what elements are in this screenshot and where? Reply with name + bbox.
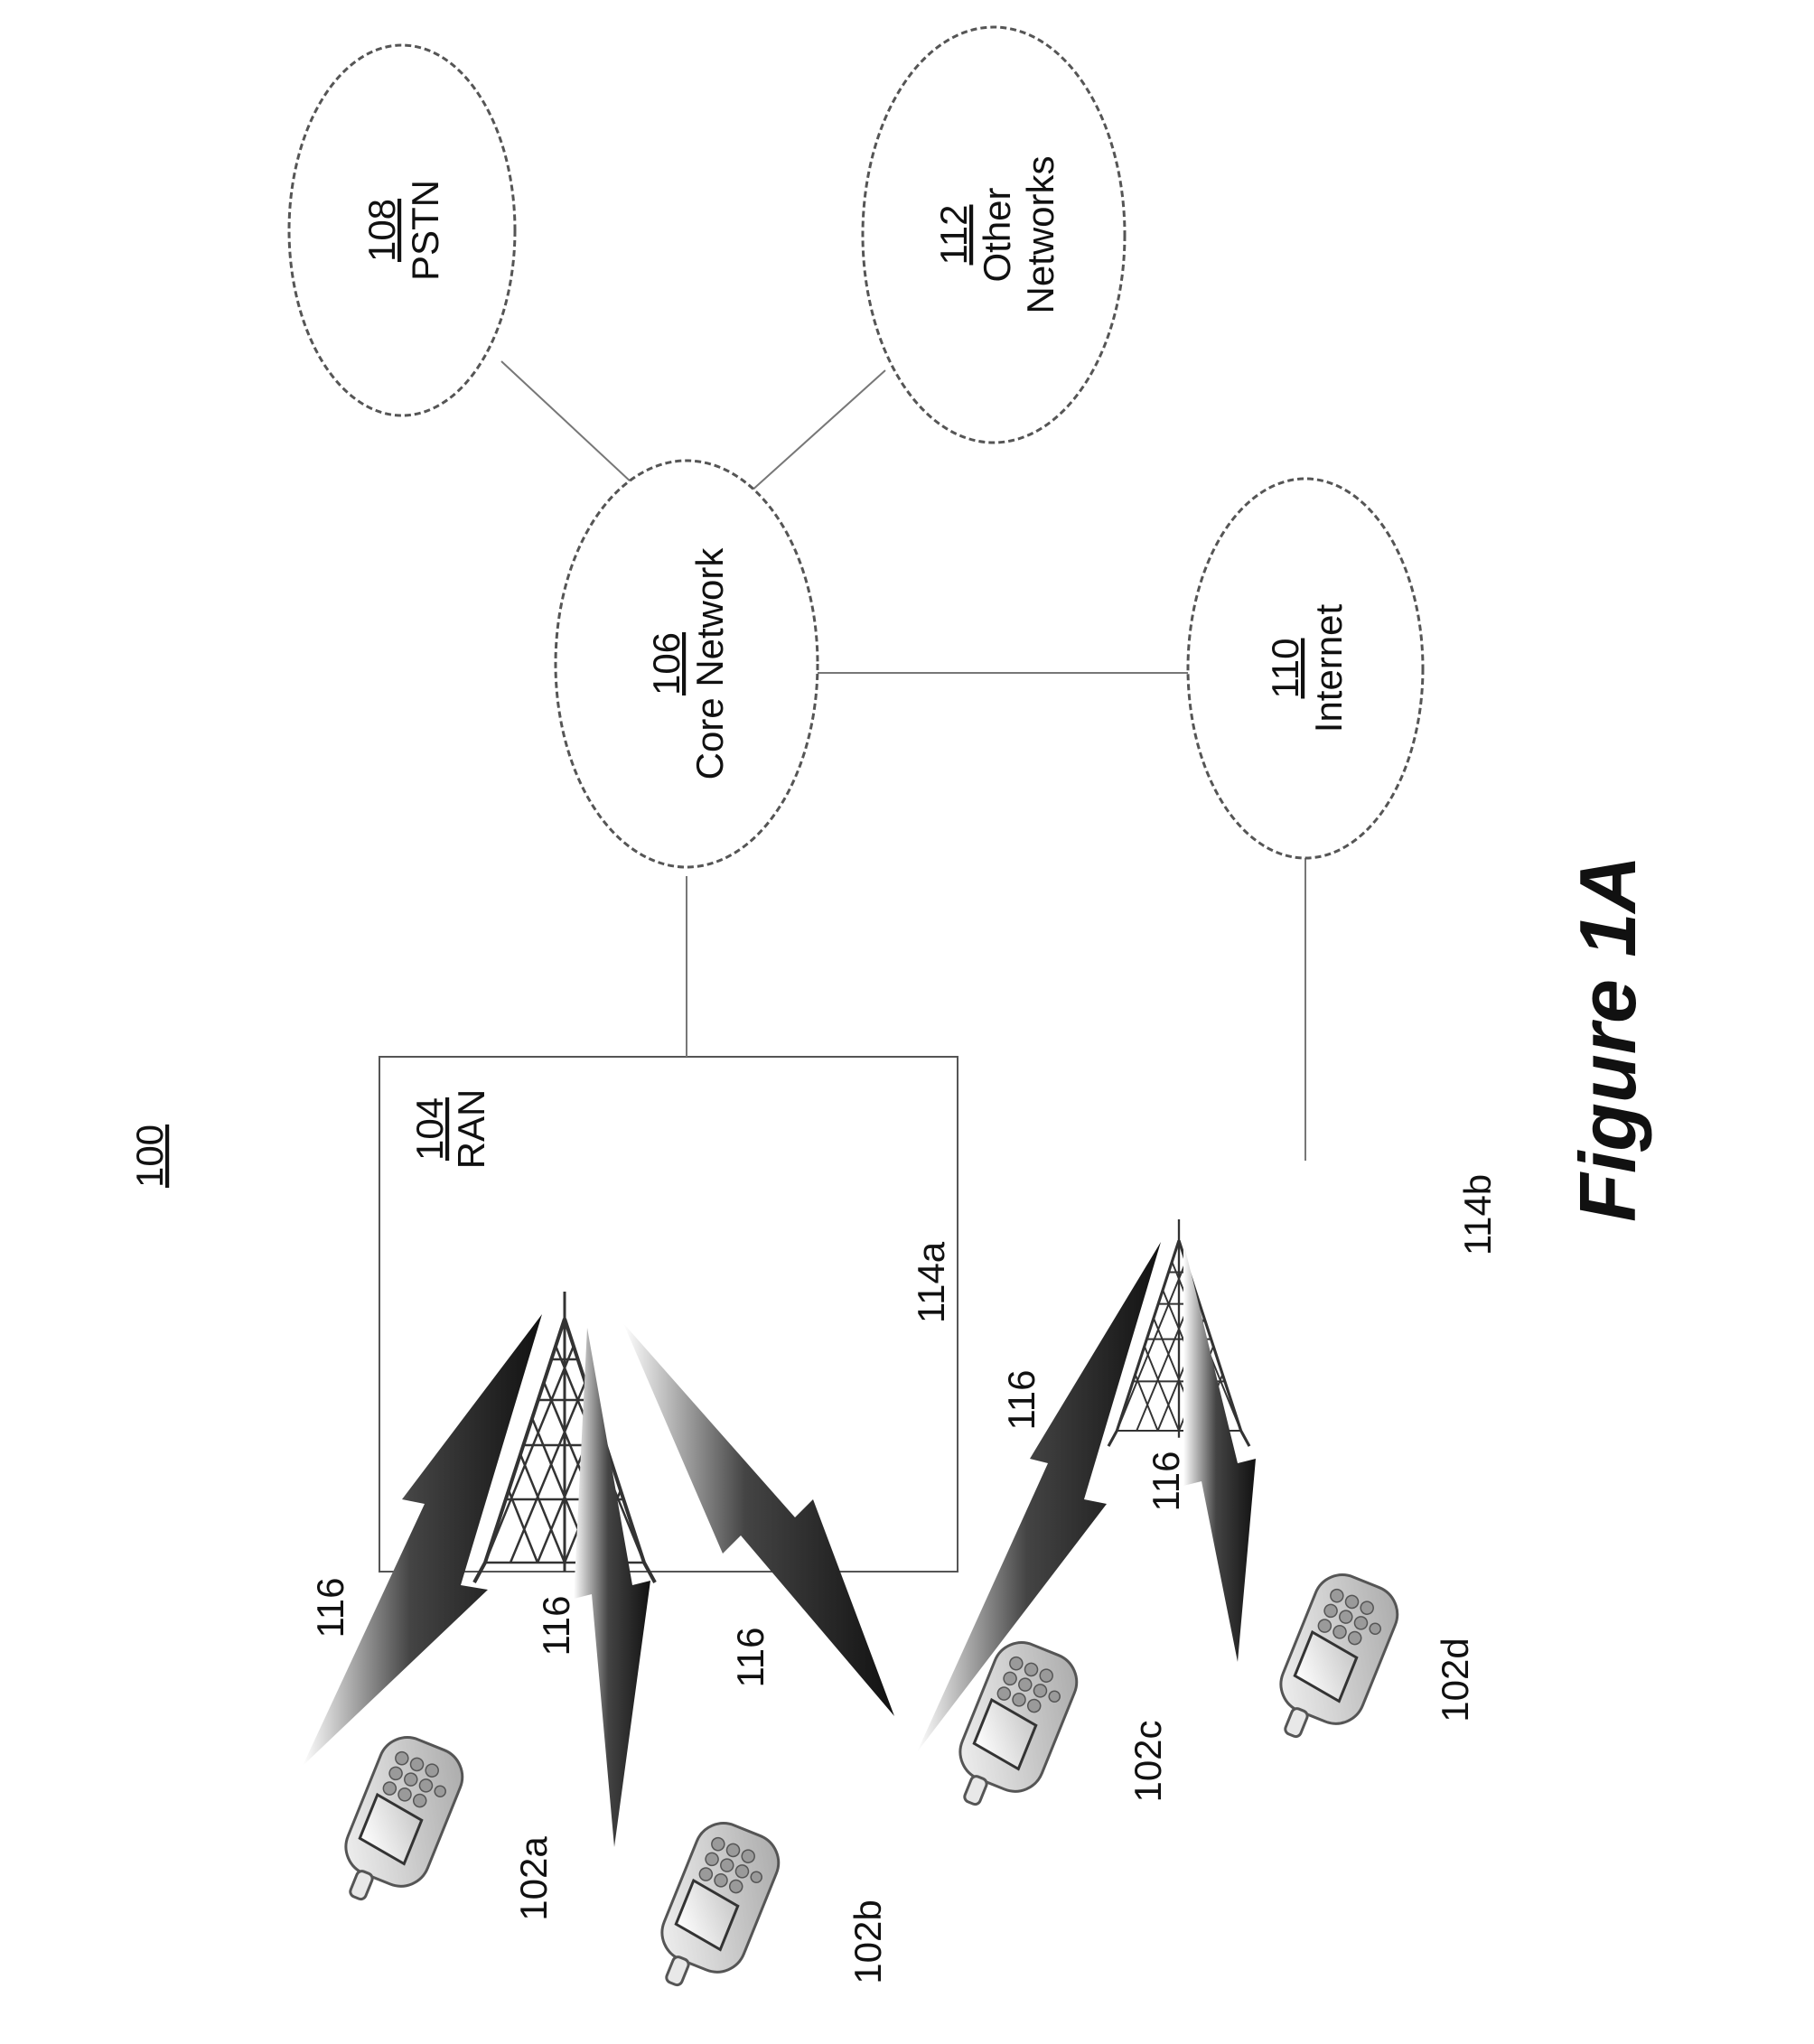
pstn-cloud: 108 PSTN [289,45,515,415]
link-label-116: 116 [1000,1370,1043,1431]
figure-caption: Figure 1A [1563,855,1652,1222]
lightning-link-icon [574,1328,650,1847]
other-networks-label-2: Networks [1019,155,1061,313]
core-network-cloud: 106 Core Network [556,461,818,867]
other-networks-label-1: Other [976,187,1018,282]
internet-cloud: 110 Internet [1188,479,1423,858]
other-networks-ref: 112 [932,205,975,266]
tower-a-label: 114a [910,1241,952,1323]
cell-phone-icon [328,1729,472,1918]
phone-a-label: 102a [512,1836,555,1921]
phone-c-label: 102c [1127,1720,1169,1802]
link-label-116: 116 [1145,1451,1187,1512]
ran-label: RAN [450,1089,492,1170]
phone-d-label: 102d [1434,1638,1476,1722]
pstn-label: PSTN [404,180,446,281]
core-network-label: Core Network [688,547,731,780]
cell-phone-icon [644,1815,788,2004]
internet-label: Internet [1307,603,1350,733]
lightning-link-icon [303,1314,542,1766]
core-other-link [750,370,885,492]
pstn-ref: 108 [360,199,403,262]
phone-b-label: 102b [846,1899,889,1983]
ran-ref: 104 [408,1097,451,1161]
link-label-116: 116 [535,1596,577,1657]
core-network-ref: 106 [645,632,687,695]
lightning-link-icon [1183,1242,1256,1662]
tower-b-label: 114b [1456,1174,1499,1255]
core-pstn-link [501,361,632,483]
figure-ref-number: 100 [128,1125,171,1188]
link-label-116: 116 [729,1628,771,1688]
other-networks-cloud: 112 Other Networks [863,27,1125,443]
cell-phone-icon [1263,1566,1407,1756]
internet-ref: 110 [1264,639,1306,699]
link-label-116: 116 [309,1578,351,1638]
